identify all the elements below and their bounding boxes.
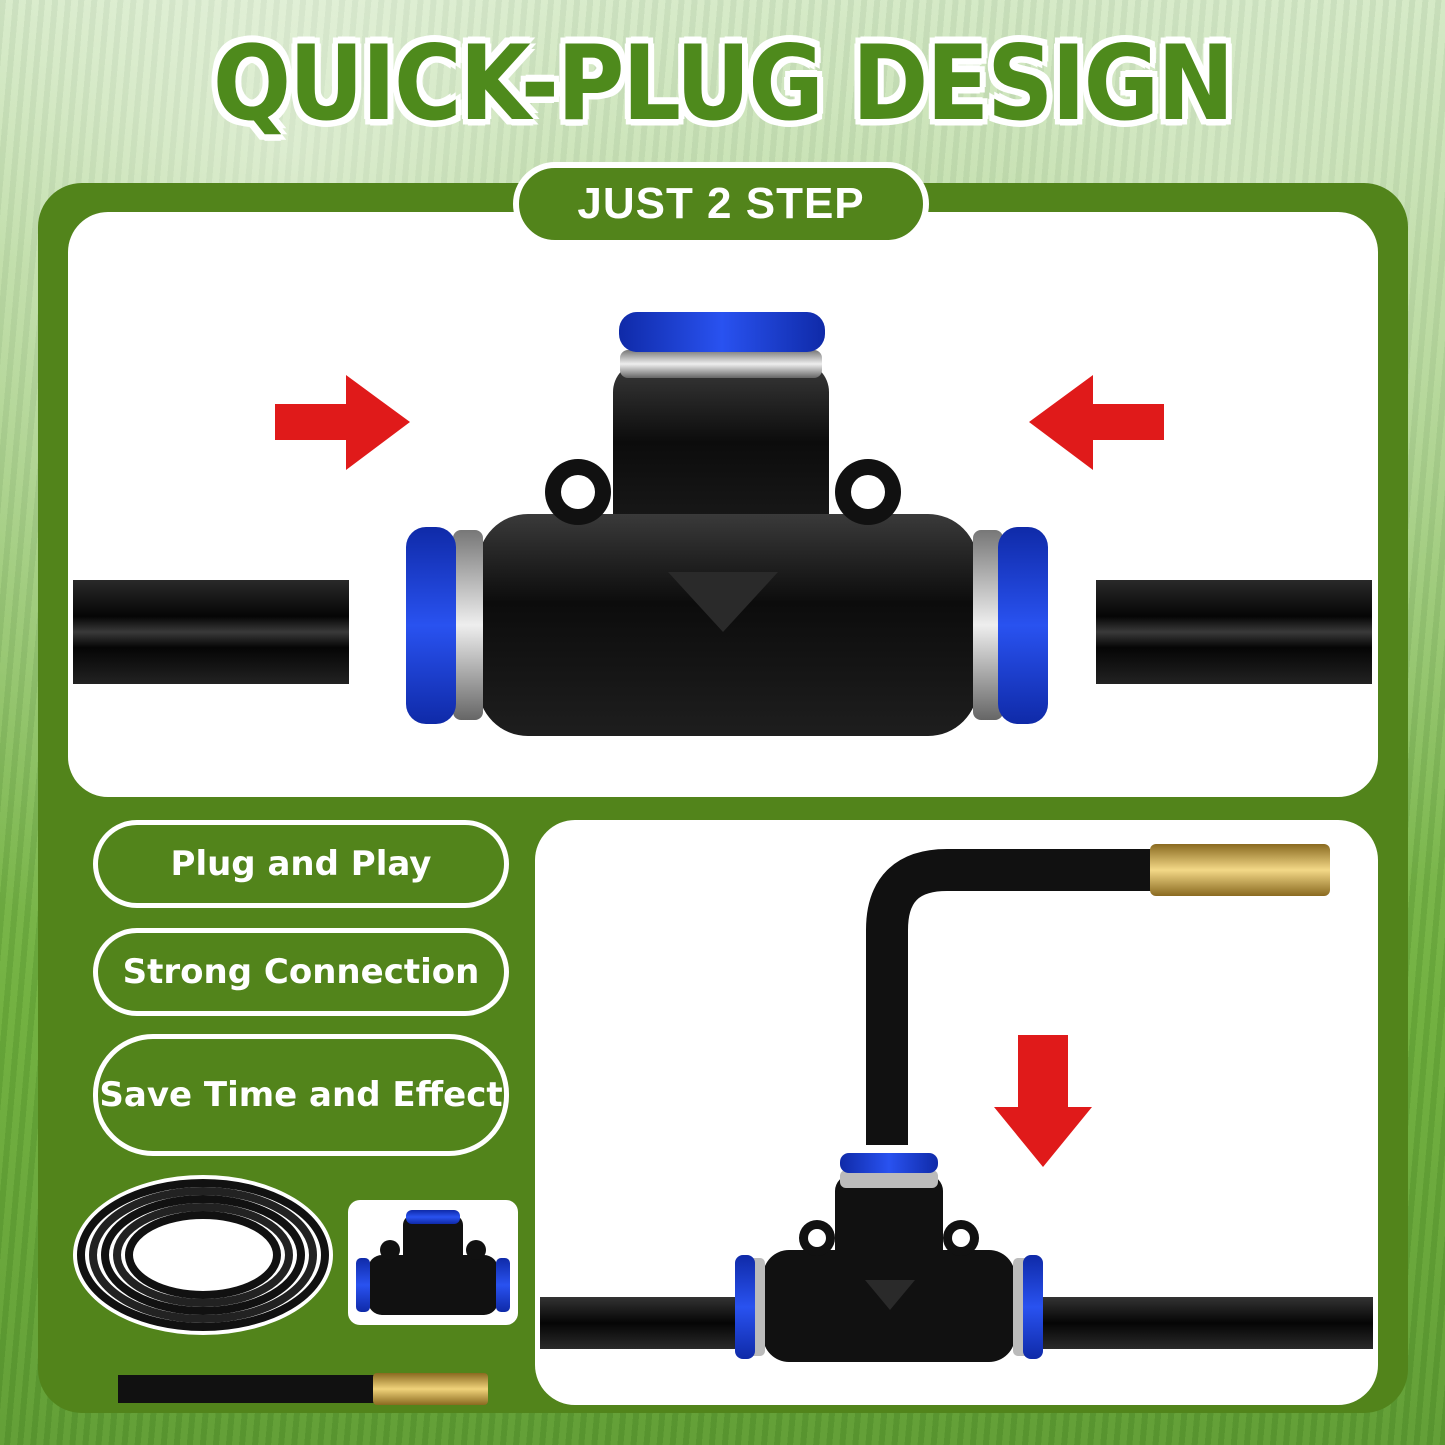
small-tee-fitting-icon [348,1200,518,1325]
step-one-illustration [68,212,1378,797]
feature-pill-strong-connection: Strong Connection [93,928,509,1016]
bent-tube [866,849,1155,1145]
step-badge: JUST 2 STEP [513,162,929,246]
arrow-left-icon [1029,375,1164,470]
feature-pill-plug-and-play: Plug and Play [93,820,509,908]
feature-pill-save-time: Save Time and Effect [93,1034,509,1156]
right-tube [1096,580,1372,684]
brass-nozzle [1150,844,1330,896]
arrow-down-icon [994,1035,1092,1167]
product-accessories [73,1175,518,1405]
page-title: QUICK-PLUG DESIGN [212,23,1234,144]
tee-fitting-icon [735,1153,1043,1362]
left-tube [73,580,349,684]
step-two-illustration [535,820,1378,1405]
arrow-right-icon [275,375,410,470]
mist-nozzle-icon [118,1373,488,1405]
tubing-coil-icon [73,1175,333,1335]
tee-fitting-icon [406,312,1048,736]
